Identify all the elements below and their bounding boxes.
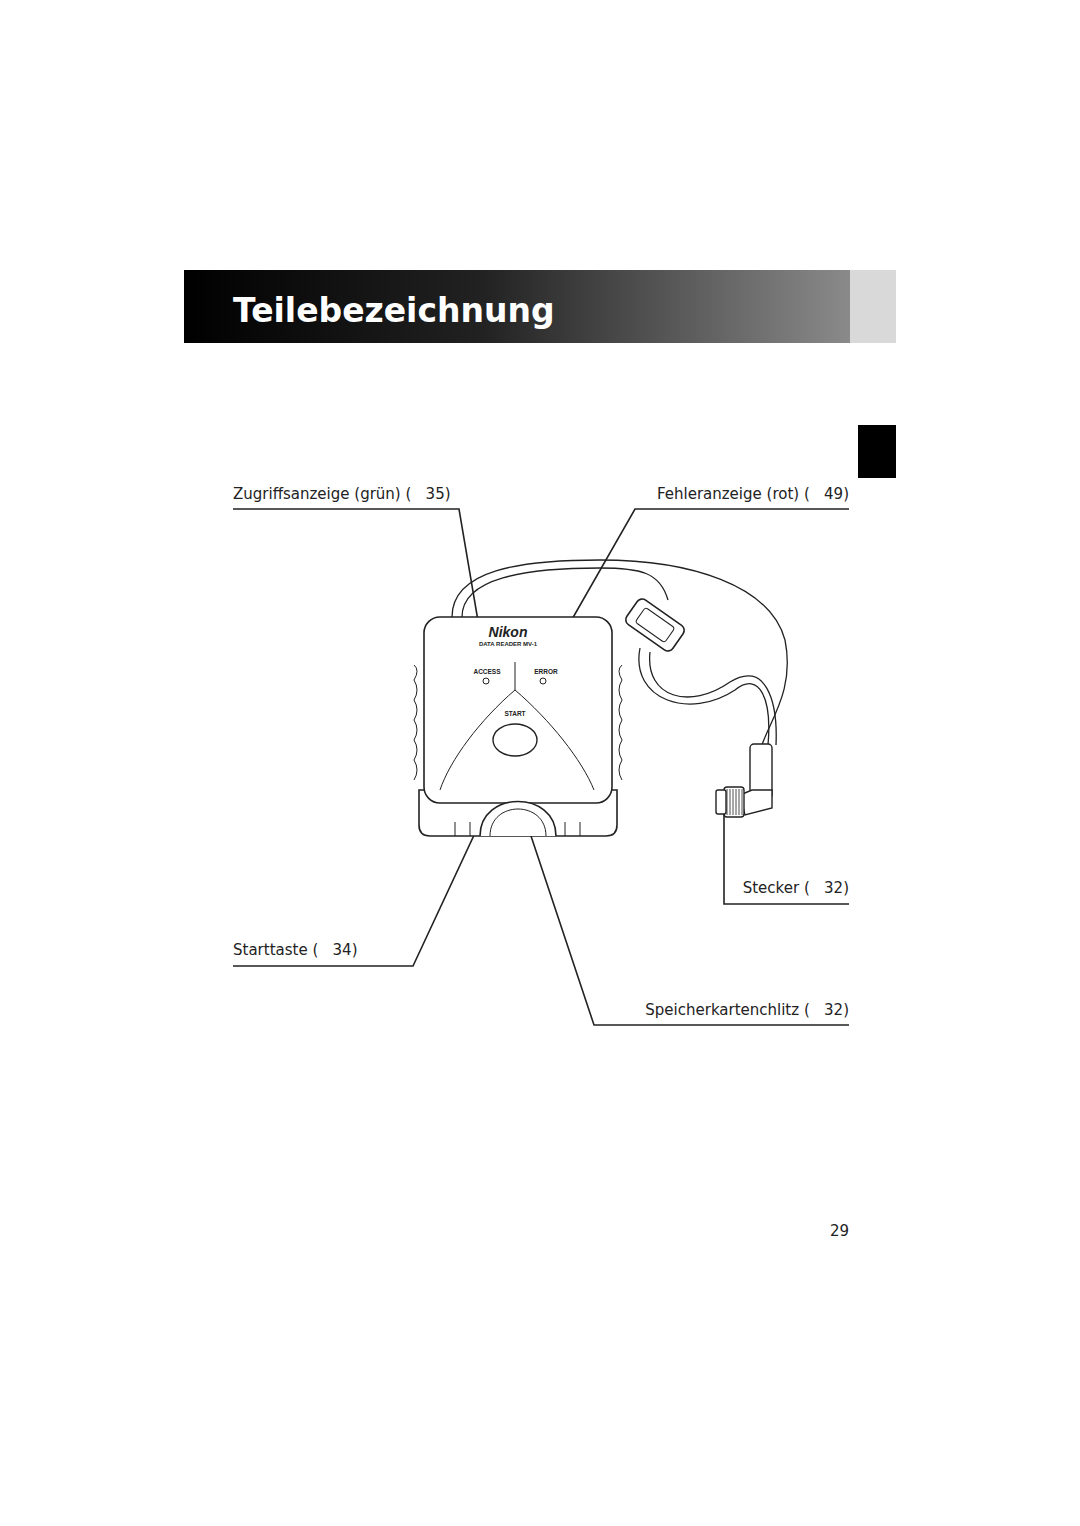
ferrite-core	[623, 597, 686, 654]
knurl-line	[739, 789, 740, 815]
callout-label: Stecker ( 32)	[743, 881, 849, 896]
knurl-line	[727, 789, 728, 815]
plug	[716, 744, 772, 817]
leader-lines	[233, 509, 849, 1025]
callout-label: Starttaste ( 34)	[233, 943, 358, 958]
plug-knurl	[727, 789, 742, 815]
model-name: DATA READER MV-1	[479, 641, 537, 647]
callout-label: Zugriffsanzeige (grün) ( 35)	[233, 487, 451, 502]
panel-label: ERROR	[534, 669, 557, 676]
title-bar	[184, 270, 850, 343]
brand-logo: Nikon	[489, 625, 528, 639]
knurl-line	[730, 789, 731, 815]
page-title: Teilebezeichnung	[233, 294, 555, 327]
page-number: 29	[830, 1224, 849, 1239]
reader-body	[414, 617, 622, 836]
knurl-line	[742, 789, 743, 815]
panel-label: ACCESS	[473, 669, 500, 676]
callout-label: Speicherkartenchlitz ( 32)	[645, 1003, 849, 1018]
knurl-line	[736, 789, 737, 815]
title-bar-end	[850, 270, 896, 343]
callout-label: Fehleranzeige (rot) ( 49)	[657, 487, 849, 502]
panel-label: START	[504, 711, 525, 718]
section-tab	[858, 425, 896, 478]
knurl-line	[733, 789, 734, 815]
